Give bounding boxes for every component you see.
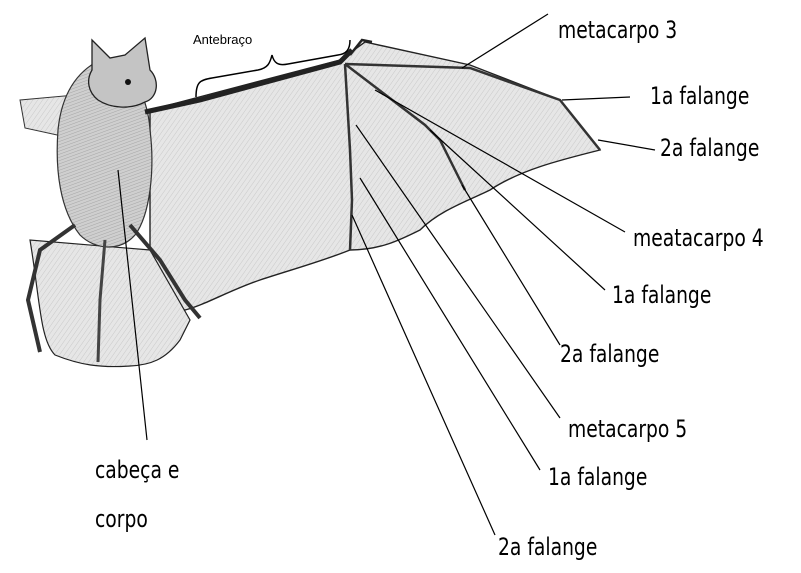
wing-membrane	[150, 42, 600, 310]
leader-falange1-d5	[360, 178, 540, 470]
label-1a-falange-d4: 1a falange	[612, 283, 711, 307]
label-meatacarpo-4: meatacarpo 4	[633, 226, 764, 250]
leader-falange2-d3	[598, 140, 655, 150]
label-metacarpo-3: metacarpo 3	[558, 18, 677, 42]
label-2a-falange-d4: 2a falange	[560, 342, 659, 366]
label-2a-falange-d3: 2a falange	[660, 136, 759, 160]
bat-head	[89, 38, 157, 107]
label-cabeca-line2: corpo	[95, 507, 148, 531]
leader-falange2-d5	[352, 215, 495, 535]
label-metacarpo-5: metacarpo 5	[568, 417, 687, 441]
label-1a-falange-d3: 1a falange	[650, 84, 749, 108]
label-2a-falange-d5: 2a falange	[498, 535, 597, 559]
label-antebraco: Antebraço	[193, 33, 252, 46]
leader-metacarpo3	[462, 14, 548, 68]
label-1a-falange-d5: 1a falange	[548, 465, 647, 489]
leader-falange2-d4	[462, 185, 560, 345]
bat-eye	[125, 79, 131, 85]
label-cabeca-line1: cabeça e	[95, 458, 179, 482]
leader-falange1-d3	[562, 97, 630, 100]
